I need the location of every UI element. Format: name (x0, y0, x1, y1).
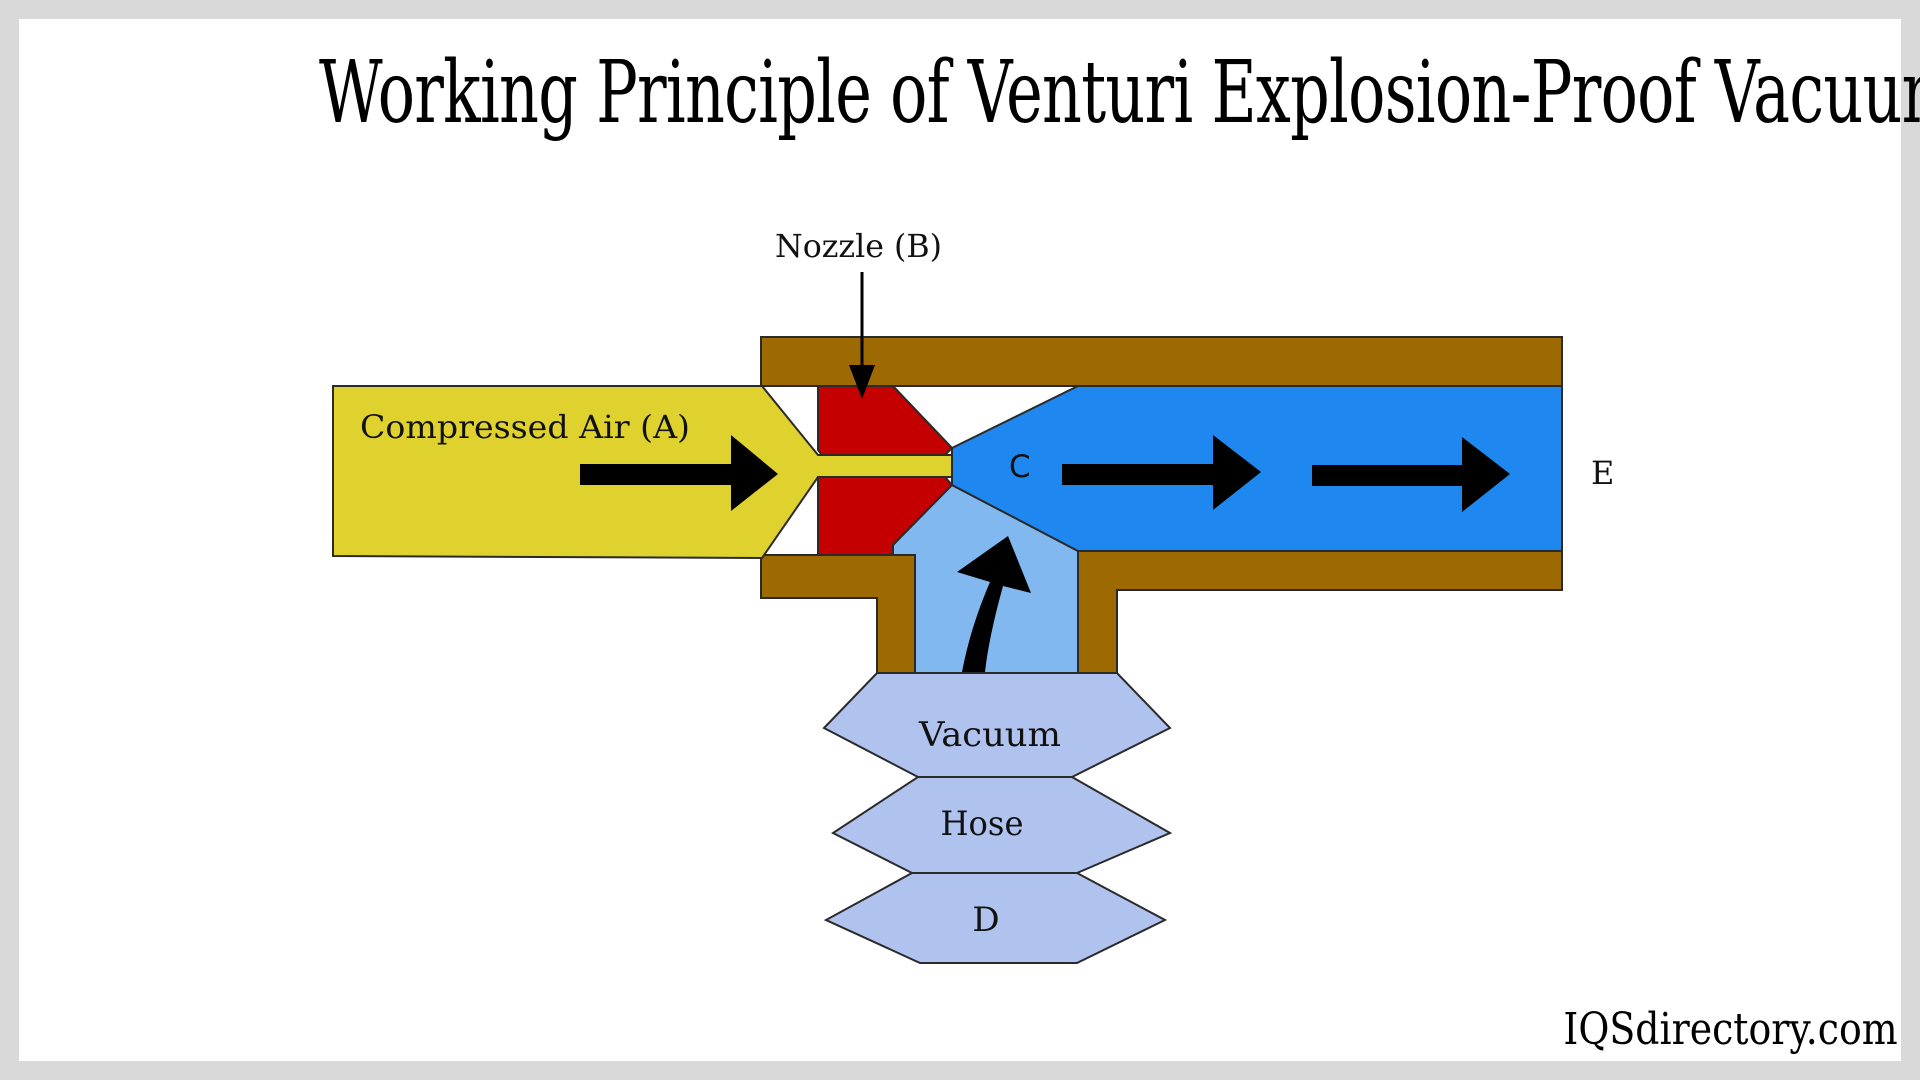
diagram-title-text: Working Principle of Venturi Explosion-P… (319, 43, 1920, 143)
nozzle-pointer-arrowhead-icon (849, 365, 875, 399)
housing-lower-left-wall (760, 554, 916, 674)
chamber-flow-arrow-1-icon (1062, 435, 1261, 510)
hose-segment-3 (823, 872, 1168, 964)
nozzle-upper-block (817, 385, 954, 456)
hose-label-line1: Vacuum (918, 715, 1061, 755)
nozzle-label: Nozzle (B) (775, 227, 942, 265)
compressed-air-flow-arrow-icon (580, 435, 778, 511)
mixing-chamber (951, 385, 1563, 552)
compressed-air-label: Compressed Air (A) (360, 408, 690, 446)
housing-lower-right-wall (1077, 550, 1563, 674)
chamber-label: C (1009, 449, 1031, 485)
site-watermark-text: IQSdirectory.com (1563, 1004, 1898, 1055)
housing-top-wall (760, 336, 1563, 387)
site-watermark: IQSdirectory.com (1509, 1004, 1898, 1055)
hose-label-line2: Hose (941, 804, 1024, 844)
exhaust-label: E (1591, 454, 1614, 492)
chamber-flow-arrow-2-icon (1312, 437, 1510, 512)
suction-flow-arrow-icon (957, 536, 1031, 672)
hose-label-line3: D (972, 900, 999, 940)
diagram-title: Working Principle of Venturi Explosion-P… (0, 50, 1920, 136)
